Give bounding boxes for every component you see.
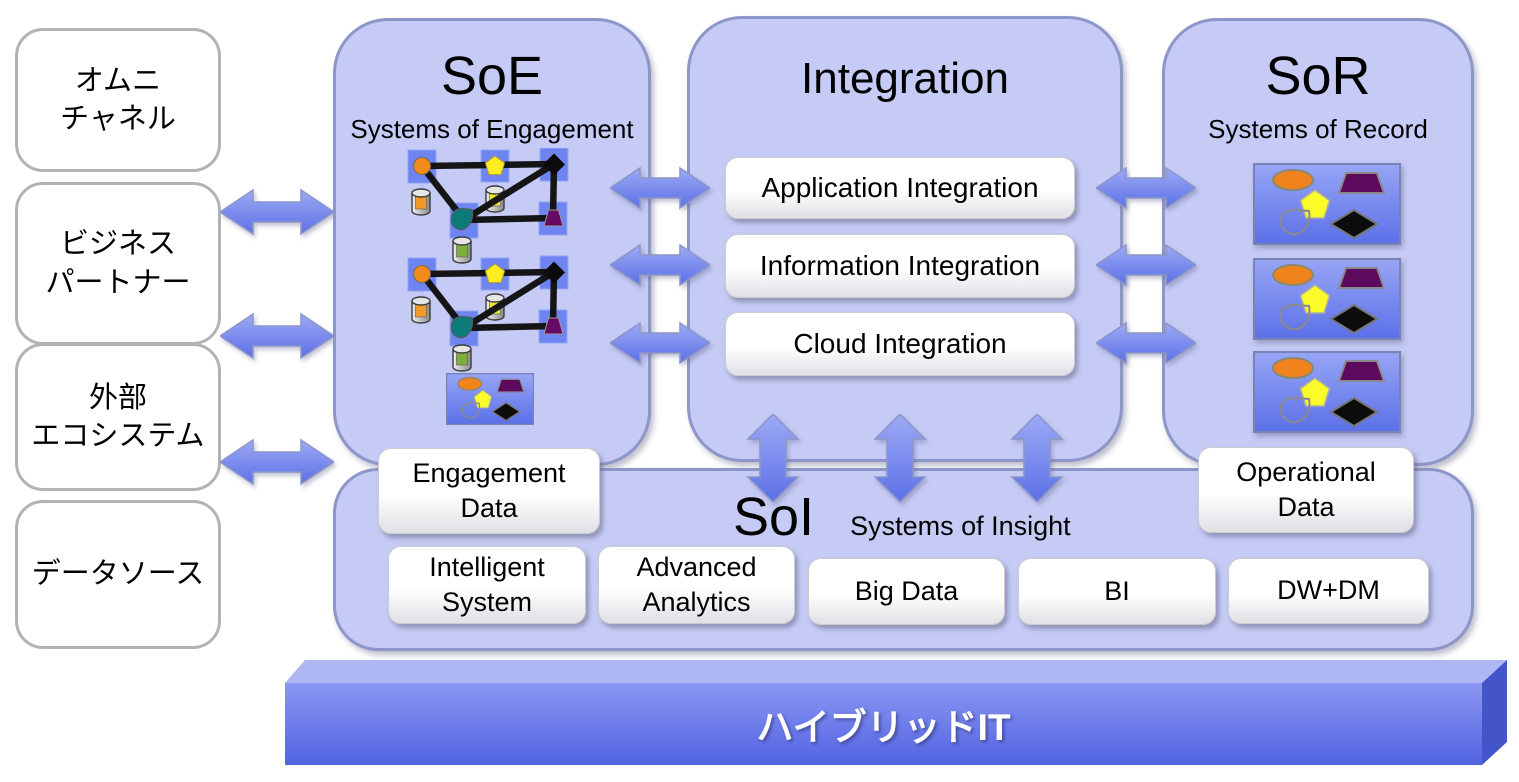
source-label: 外部 <box>88 381 147 414</box>
soe-title: SoE <box>440 46 544 106</box>
application-integration-box: Application Integration <box>725 157 1075 219</box>
hybrid-it-label: ハイブリッドIT <box>756 707 1011 748</box>
soe-network-icon <box>398 148 573 425</box>
bar-front-face <box>285 683 1482 765</box>
bidirectional-arrow-icon <box>1096 322 1196 364</box>
vertical-bidirectional-arrow-icon <box>1011 414 1063 502</box>
soi-subtitle: Systems of Insight <box>850 511 1071 541</box>
record-data-box-icon <box>1253 351 1401 433</box>
source-box-omni-channel: オムニ チャネル <box>15 28 221 172</box>
bidirectional-arrow-icon <box>610 167 710 209</box>
source-label: オムニ <box>74 64 162 97</box>
vertical-bidirectional-arrow-icon <box>874 414 926 502</box>
source-box-data-source: データソース <box>15 500 221 649</box>
sor-subtitle: Systems of Record <box>1208 114 1428 144</box>
advanced-analytics-box: Advanced Analytics <box>598 546 795 624</box>
hybrid-it-bar: ハイブリッドIT <box>285 660 1507 765</box>
source-box-external-ecosystem: 外部 エコシステム <box>15 343 221 491</box>
bidirectional-arrow-icon <box>1096 167 1196 209</box>
soe-subtitle: Systems of Engagement <box>350 114 634 144</box>
bidirectional-arrow-icon <box>220 313 334 359</box>
information-integration-box: Information Integration <box>725 234 1075 298</box>
vertical-bidirectional-arrow-icon <box>747 414 799 502</box>
record-data-box-icon <box>1253 258 1401 340</box>
engagement-data-box: Engagement Data <box>378 448 600 534</box>
dw-dm-box: DW+DM <box>1228 558 1429 624</box>
bidirectional-arrow-icon <box>610 244 710 286</box>
sor-panel: SoR Systems of Record <box>1162 18 1474 466</box>
source-label: ビジネス <box>59 228 176 261</box>
operational-data-box: Operational Data <box>1198 447 1414 533</box>
sor-title: SoR <box>1265 46 1371 106</box>
source-label: パートナー <box>45 266 191 299</box>
cloud-integration-box: Cloud Integration <box>725 312 1075 376</box>
big-data-box: Big Data <box>808 558 1005 625</box>
integration-title: Integration <box>801 54 1009 103</box>
source-box-business-partner: ビジネス パートナー <box>15 182 221 345</box>
source-label: データソース <box>31 558 205 591</box>
intelligent-system-box: Intelligent System <box>388 546 586 624</box>
record-data-box-icon <box>1253 163 1401 245</box>
bidirectional-arrow-icon <box>1096 244 1196 286</box>
bidirectional-arrow-icon <box>220 189 334 235</box>
bidirectional-arrow-icon <box>610 322 710 364</box>
bi-box: BI <box>1018 558 1216 625</box>
bar-top-face <box>285 660 1507 683</box>
source-label: エコシステム <box>31 420 205 452</box>
bidirectional-arrow-icon <box>220 439 334 485</box>
source-label: チャネル <box>60 103 176 135</box>
soe-panel: SoE Systems of Engagement <box>333 18 651 466</box>
